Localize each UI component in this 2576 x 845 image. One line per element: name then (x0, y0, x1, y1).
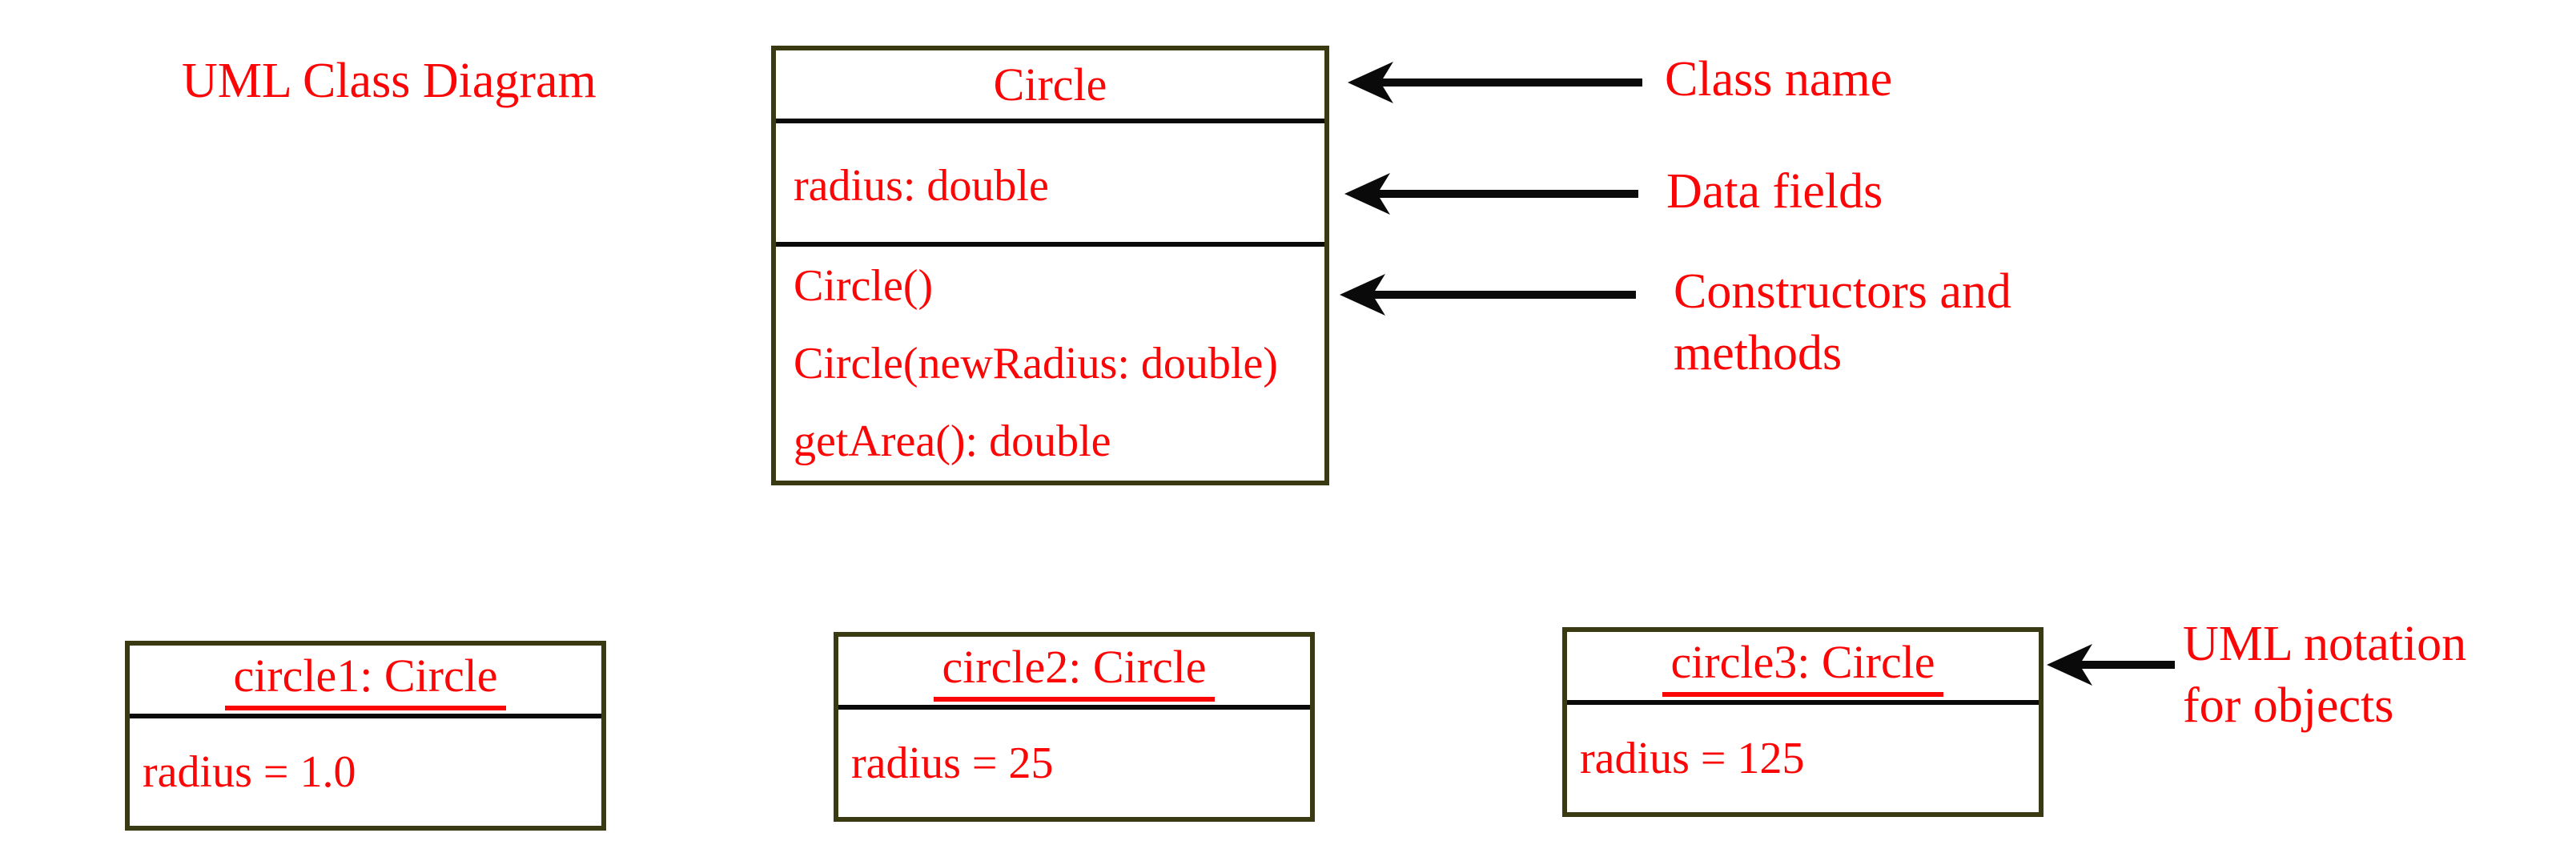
class-method-text: Circle(newRadius: double) (794, 338, 1278, 388)
uml-notation-label: UML notation for objects (2183, 614, 2466, 737)
object-title-text: circle3: Circle (1662, 635, 1943, 697)
object-title: circle3: Circle (1567, 632, 2039, 705)
object-field-value: radius = 25 (851, 738, 1054, 788)
object-title-text: circle2: Circle (934, 640, 1215, 702)
class-name-compartment: Circle (776, 50, 1324, 123)
left-arrow-icon (1344, 173, 1638, 215)
class-method-text: Circle() (794, 260, 934, 311)
object-field-value: radius = 125 (1580, 734, 1805, 783)
class-method-text: getArea(): double (794, 416, 1111, 467)
left-arrow-icon (1348, 62, 1642, 103)
left-arrow-icon (1340, 274, 1636, 316)
class-name-text: Circle (993, 58, 1107, 111)
constructors-label-line1: Constructors and (1674, 264, 2011, 319)
page-title: UML Class Diagram (182, 54, 597, 108)
left-arrow-icon (2047, 644, 2175, 686)
class-field-text: radius: double (794, 161, 1049, 211)
constructors-label-line2: methods (1674, 326, 1843, 380)
object-box-circle3: circle3: Circle radius = 125 (1562, 627, 2044, 817)
class-name-arrow (1348, 60, 1644, 105)
object-title-text: circle1: Circle (225, 649, 506, 710)
constructors-arrow (1340, 272, 1638, 317)
objects-arrow (2047, 642, 2175, 687)
class-fields-compartment: radius: double (776, 123, 1324, 247)
object-title: circle2: Circle (838, 637, 1310, 710)
object-title: circle1: Circle (130, 646, 601, 718)
object-field-value: radius = 1.0 (143, 747, 356, 797)
class-box: Circle radius: double Circle() Circle(ne… (771, 46, 1329, 485)
uml-notation-label-line2: for objects (2183, 678, 2394, 733)
class-methods-compartment: Circle() Circle(newRadius: double) getAr… (776, 247, 1324, 481)
object-box-circle2: circle2: Circle radius = 25 (834, 632, 1315, 822)
object-box-circle1: circle1: Circle radius = 1.0 (125, 641, 606, 831)
constructors-methods-label: Constructors and methods (1674, 261, 2011, 384)
uml-notation-label-line1: UML notation (2183, 617, 2467, 671)
data-fields-label: Data fields (1666, 164, 1883, 219)
data-fields-arrow (1344, 171, 1640, 216)
class-name-label: Class name (1665, 52, 1893, 107)
